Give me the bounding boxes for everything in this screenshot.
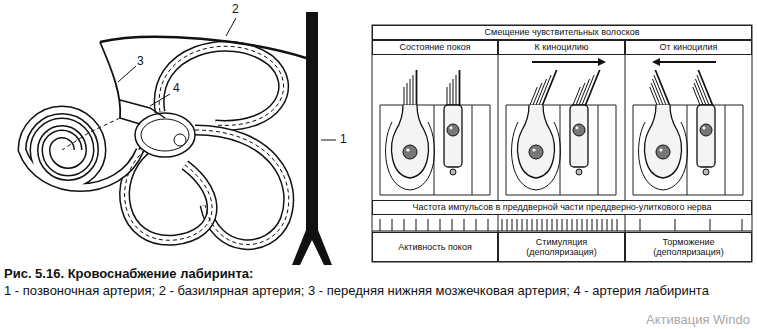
hair-cells-rest [380,70,490,195]
result-cell: Торможение (деполяризация) [625,232,752,262]
callout-number: 3 [137,55,144,68]
cell-text: Стимуляция (деполяризация) [501,237,622,258]
hair-cells-away [633,70,743,195]
callout-number: 4 [173,82,180,95]
labyrinth [22,12,336,265]
band-cell: Частота импульсов в преддверной части пр… [372,200,752,215]
cell-text: Частота импульсов в преддверной части пр… [412,202,711,212]
cell-text: Смещение чувствительных волосков [484,27,639,37]
figure-caption: Рис. 5.16. Кровоснабжение лабиринта: [4,266,253,282]
vertebral-artery [292,12,332,265]
figure-legend: 1 - позвоночная артерия; 2 - базилярная … [4,283,752,299]
labyrinth-arteries-dashed [62,46,289,244]
hair-cell-panel [372,25,752,262]
spike-train [372,219,752,231]
cell-text: К киноцилию [535,42,589,52]
column-title: Состояние покоя [372,40,498,55]
arteries [100,37,306,124]
hair-cells-toward [506,70,616,195]
direction-arrows [532,58,716,66]
semicircular-canals [125,46,289,244]
leader-lines [118,18,336,140]
callout-number: 2 [232,3,239,16]
watermark: Активация Windo [646,312,750,328]
cell-text: Торможение (деполяризация) [628,237,749,258]
result-cell: Активность покоя [372,232,498,262]
result-cell: Стимуляция (деполяризация) [498,232,625,262]
callout-number: 1 [340,133,347,146]
cell-text: От киноцилия [660,42,718,52]
header-cell: Смещение чувствительных волосков [372,25,752,40]
column-title: К киноцилию [498,40,625,55]
cell-text: Состояние покоя [399,42,470,52]
cell-text: Активность покоя [398,242,472,252]
cochlea [22,110,140,188]
column-title: От киноцилия [625,40,752,55]
